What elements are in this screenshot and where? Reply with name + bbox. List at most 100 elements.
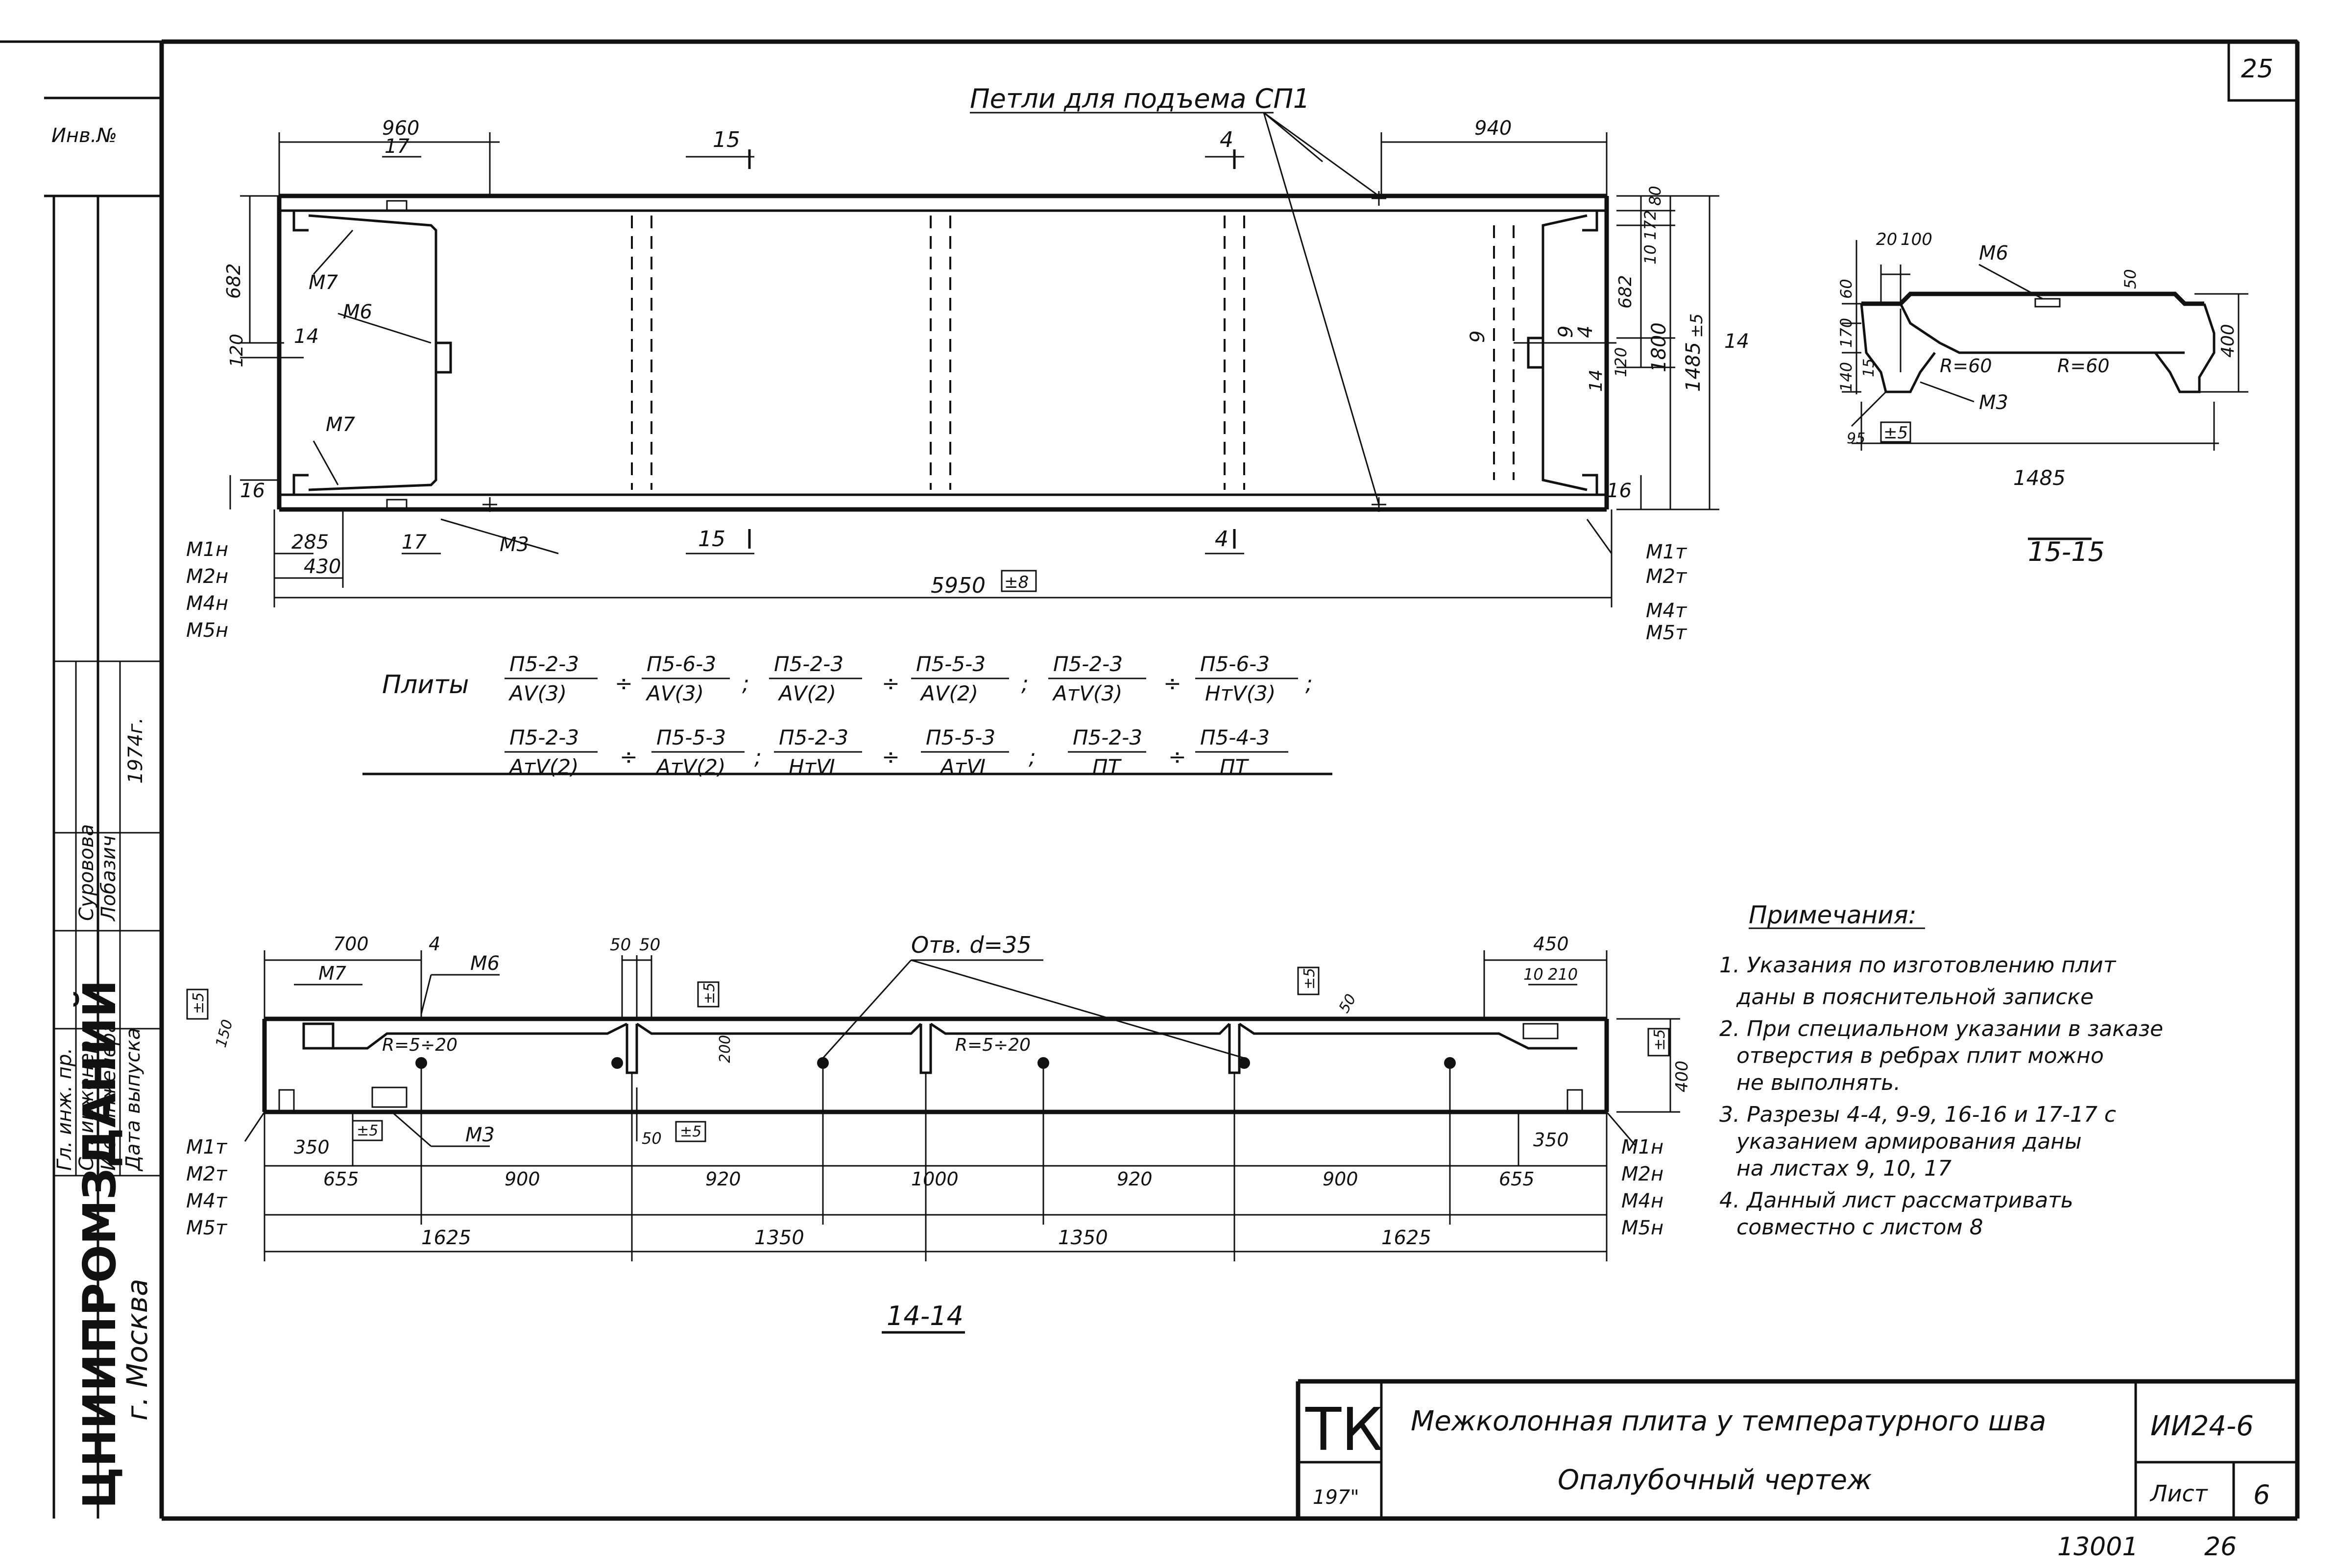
s15-dim-400: 400 <box>2218 324 2238 358</box>
stamp-name-1: Суровова <box>75 824 98 921</box>
plate-1-den: АⅤ(3) <box>508 681 567 705</box>
plan-mark-17-bottom: 17 <box>402 531 427 554</box>
plate-1-num: П5-2-3 <box>509 652 579 676</box>
org-city: г. Москва <box>120 1279 154 1421</box>
s15-dim-20: 20 <box>1876 230 1897 249</box>
s15-dim-95: 95 <box>1847 430 1865 447</box>
plan-mark-14-far: 14 <box>1724 330 1749 353</box>
s15-radius-right: R=60 <box>2057 355 2110 377</box>
plan-tol-5: ±5 <box>1687 314 1707 338</box>
drawing-title-2: Опалубочный чертеж <box>1558 1464 1872 1496</box>
s14-right-mark-4: М5н <box>1621 1217 1663 1239</box>
s14-right-mark-1: М1н <box>1621 1136 1663 1158</box>
plate-3-num: П5-2-3 <box>774 652 843 676</box>
plate-12-den: ПТ <box>1220 755 1250 779</box>
note-line-8: на листах 9, 10, 17 <box>1736 1156 1952 1181</box>
plate-9-num: П5-2-3 <box>779 725 848 749</box>
plan-left-mark-2: М2н <box>186 565 228 588</box>
plate-8-den: АтⅤ(2) <box>655 755 725 779</box>
s14-mark-4: 4 <box>429 933 440 955</box>
plan-mark-4-top: 4 <box>1220 127 1233 152</box>
s14-tol-5-b: ±5 <box>701 983 718 1004</box>
section-15-drawing <box>1842 240 2248 540</box>
plate-10-den: АтⅥ <box>939 755 986 779</box>
tk-mark: ТК <box>1305 1396 1383 1464</box>
plate-3-den: АⅤ(2) <box>777 681 836 705</box>
plate-10-num: П5-5-3 <box>926 725 995 749</box>
plate-sep-5: ÷ <box>1163 671 1181 696</box>
note-line-10: совместно с листом 8 <box>1736 1215 1983 1240</box>
plan-mark-14-left: 14 <box>294 325 319 348</box>
plan-mark-4-bottom: 4 <box>1215 527 1229 552</box>
plate-12-num: П5-4-3 <box>1200 725 1270 749</box>
plan-label-m6: М6 <box>343 301 372 323</box>
s14-lower-dim-3: 920 <box>705 1168 741 1190</box>
plate-4-den: АⅤ(2) <box>919 681 978 705</box>
stamp-name-2: Лобазич <box>97 835 120 922</box>
plan-mark-4-right: 4 <box>1574 326 1597 338</box>
s14-lower-dim-4: 1000 <box>911 1168 959 1190</box>
plan-label-m7-top: М7 <box>309 271 338 294</box>
s14-lower-dim-7: 655 <box>1499 1168 1535 1190</box>
s15-radius-left: R=60 <box>1940 355 1992 377</box>
plan-dim-10: 10 <box>1641 244 1660 265</box>
s14-dim-400: 400 <box>1672 1061 1692 1092</box>
plan-dim-940: 940 <box>1474 117 1512 140</box>
plate-6-den: НтⅤ(3) <box>1205 681 1276 705</box>
plate-2-den: АⅤ(3) <box>645 681 704 705</box>
s14-title: 14-14 <box>887 1301 964 1331</box>
plate-2-num: П5-6-3 <box>647 652 716 676</box>
plate-sep-9: ÷ <box>882 745 900 770</box>
stamp-role-2: Ст. инженер <box>75 1040 98 1171</box>
s15-dim-100: 100 <box>1901 230 1932 249</box>
plan-left-mark-1: М1н <box>186 538 228 561</box>
plan-left-mark-4: М5н <box>186 619 228 642</box>
s14-label-m7: М7 <box>318 963 346 984</box>
plan-dim-682-right: 682 <box>1615 275 1636 309</box>
series-mark: 197" <box>1313 1486 1359 1509</box>
drawing-code: ИИ24-6 <box>2150 1410 2254 1442</box>
plate-sep-4: ; <box>1021 671 1029 696</box>
s14-tol-5-c: ±5 <box>1301 968 1318 989</box>
note-line-5: не выполнять. <box>1736 1070 1901 1095</box>
plate-7-num: П5-2-3 <box>509 725 579 749</box>
plates-list <box>362 677 1332 775</box>
plate-7-den: АтⅤ(2) <box>508 755 578 779</box>
plate-11-num: П5-2-3 <box>1073 725 1142 749</box>
s15-label-m6: М6 <box>1979 242 2008 265</box>
s14-tol-5-a: ±5 <box>190 992 207 1014</box>
s14-left-mark-3: М4т <box>186 1190 228 1212</box>
bottom-number: 13001 <box>2057 1532 2138 1562</box>
s14-tol-5-bottom: ±5 <box>680 1123 701 1140</box>
plate-5-num: П5-2-3 <box>1053 652 1123 676</box>
s14-dim-210: 210 <box>1548 965 1578 984</box>
notes-title: Примечания: <box>1749 901 1917 929</box>
left-stamp <box>44 96 162 1519</box>
plan-mark-9-right: 9 <box>1555 326 1577 338</box>
plan-dim-172: 172 <box>1641 210 1660 240</box>
plate-sep-6: ; <box>1305 671 1313 696</box>
s14-tol-5-bottom2: ±5 <box>357 1122 378 1139</box>
s14-total-dim-4: 1625 <box>1381 1227 1431 1249</box>
plate-6-num: П5-6-3 <box>1200 652 1270 676</box>
stamp-role-4: Дата выпуска <box>122 1028 145 1172</box>
s15-dim-170: 170 <box>1837 318 1855 348</box>
s14-right-mark-3: М4н <box>1621 1190 1663 1212</box>
note-line-6: 3. Разрезы 4-4, 9-9, 16-16 и 17-17 с <box>1719 1102 2116 1127</box>
plan-dim-960: 960 <box>382 117 419 140</box>
plan-right-mark-3: М4т <box>1646 600 1687 622</box>
s14-dim-50b: 50 <box>639 935 660 955</box>
s14-dim-50c: 50 <box>1336 991 1360 1016</box>
plan-right-mark-2: М2т <box>1646 565 1687 588</box>
note-line-9: 4. Данный лист рассматривать <box>1719 1188 2073 1213</box>
plate-4-num: П5-5-3 <box>916 652 986 676</box>
s14-dim-350-right: 350 <box>1533 1129 1569 1151</box>
s15-label-m3: М3 <box>1979 391 2008 414</box>
note-line-7: указанием армирования даны <box>1735 1129 2082 1154</box>
plate-sep-11: ÷ <box>1168 745 1186 770</box>
inventory-label: Инв.№ <box>51 124 117 147</box>
plan-dim-80: 80 <box>1646 186 1664 206</box>
plan-dim-682-left: 682 <box>223 263 244 299</box>
plan-dim-120-left: 120 <box>227 334 247 367</box>
